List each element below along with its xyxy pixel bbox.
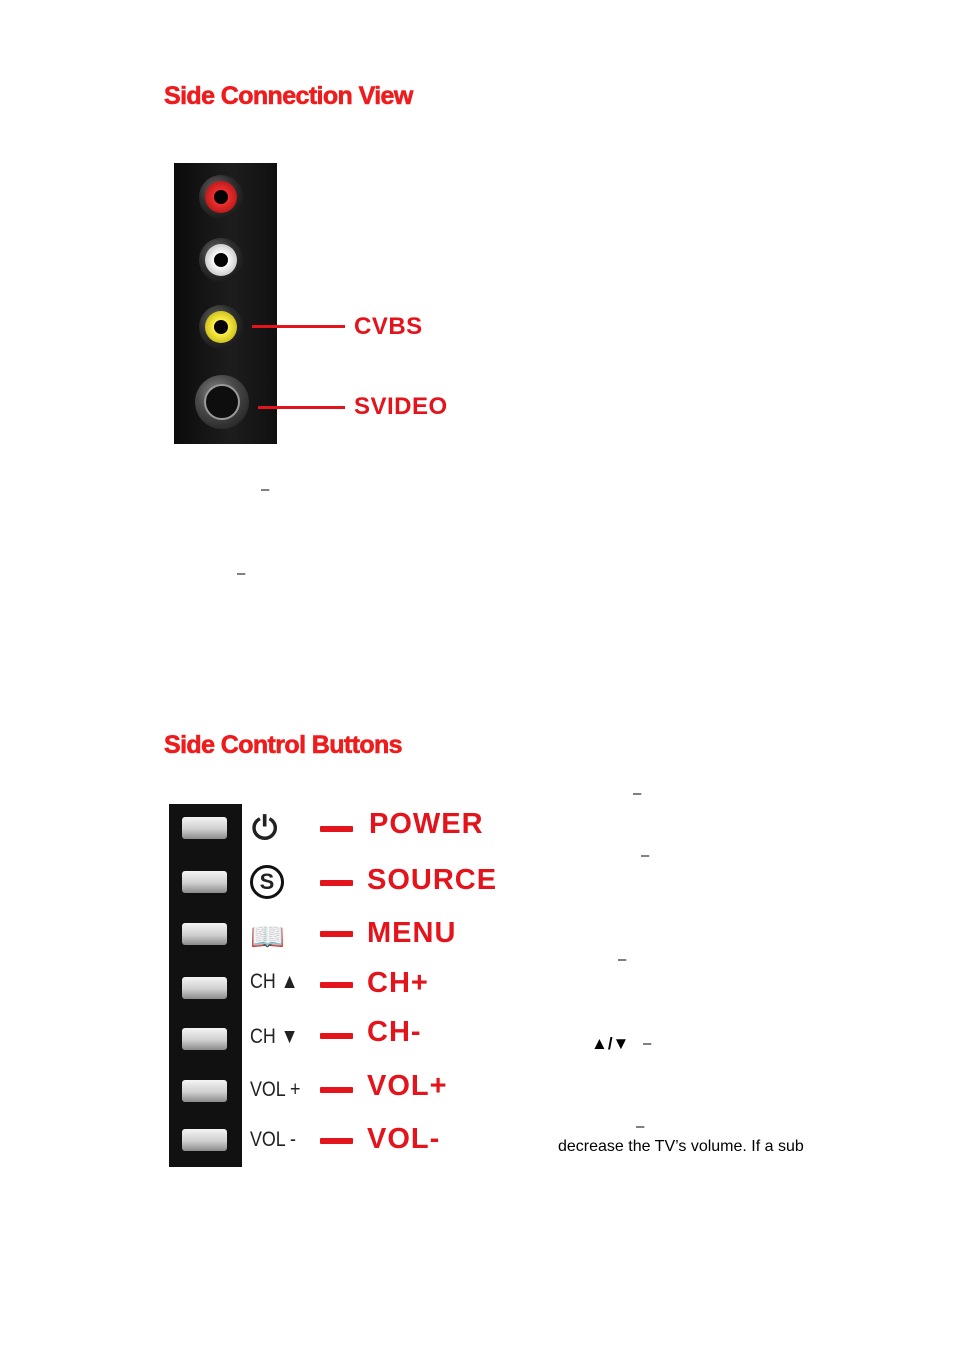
dash-text: –: [237, 565, 246, 582]
cvbs-label: CVBS: [354, 313, 423, 340]
ch-up-label: CH+: [367, 967, 429, 999]
ch-down-dash: [320, 1033, 353, 1039]
ch-up-dash: [320, 982, 353, 988]
svideo-callout-line: [258, 406, 345, 409]
panel-vol-up-button: [182, 1080, 227, 1102]
vol-up-icon: VOL +: [250, 1078, 301, 1101]
dash-text: –: [641, 847, 650, 864]
vol-down-icon: VOL -: [250, 1128, 296, 1151]
source-icon: S: [250, 865, 284, 899]
dash-text: –: [633, 785, 642, 802]
svideo-port: [195, 375, 249, 429]
red-audio-jack: [199, 175, 243, 219]
dash-text: –: [261, 481, 270, 498]
channel-arrows-text: ▲/▼: [591, 1034, 630, 1053]
source-dash: [320, 880, 353, 886]
volume-description-text: decrease the TV’s volume. If a sub: [558, 1138, 804, 1155]
cvbs-callout-line: [252, 325, 345, 328]
side-connection-heading: Side Connection View: [164, 82, 414, 111]
power-icon: ⏻: [252, 810, 278, 846]
panel-source-button: [182, 871, 227, 893]
power-dash: [320, 826, 353, 832]
vol-down-label: VOL-: [367, 1123, 441, 1155]
dash-text: –: [618, 951, 627, 968]
dash-text: –: [643, 1035, 652, 1052]
source-label: SOURCE: [367, 864, 498, 896]
panel-ch-up-button: [182, 977, 227, 999]
ch-down-label: CH-: [367, 1016, 422, 1048]
white-audio-jack: [199, 238, 243, 282]
ch-up-icon: CH ▲: [250, 970, 299, 993]
svideo-label: SVIDEO: [354, 393, 448, 420]
panel-menu-button: [182, 923, 227, 945]
dash-text: –: [636, 1118, 645, 1135]
menu-book-icon: 📖: [250, 921, 285, 952]
panel-ch-down-button: [182, 1028, 227, 1050]
side-control-panel-image: [169, 804, 242, 1167]
side-control-heading: Side Control Buttons: [164, 731, 403, 760]
vol-down-dash: [320, 1138, 353, 1144]
power-label: POWER: [369, 808, 484, 840]
side-connection-panel-image: [174, 163, 277, 444]
panel-power-button: [182, 817, 227, 839]
ch-down-icon: CH ▼: [250, 1025, 299, 1048]
yellow-video-jack: [199, 305, 243, 349]
menu-label: MENU: [367, 917, 457, 949]
panel-vol-down-button: [182, 1129, 227, 1151]
vol-up-label: VOL+: [367, 1070, 448, 1102]
vol-up-dash: [320, 1087, 353, 1093]
menu-dash: [320, 931, 353, 937]
